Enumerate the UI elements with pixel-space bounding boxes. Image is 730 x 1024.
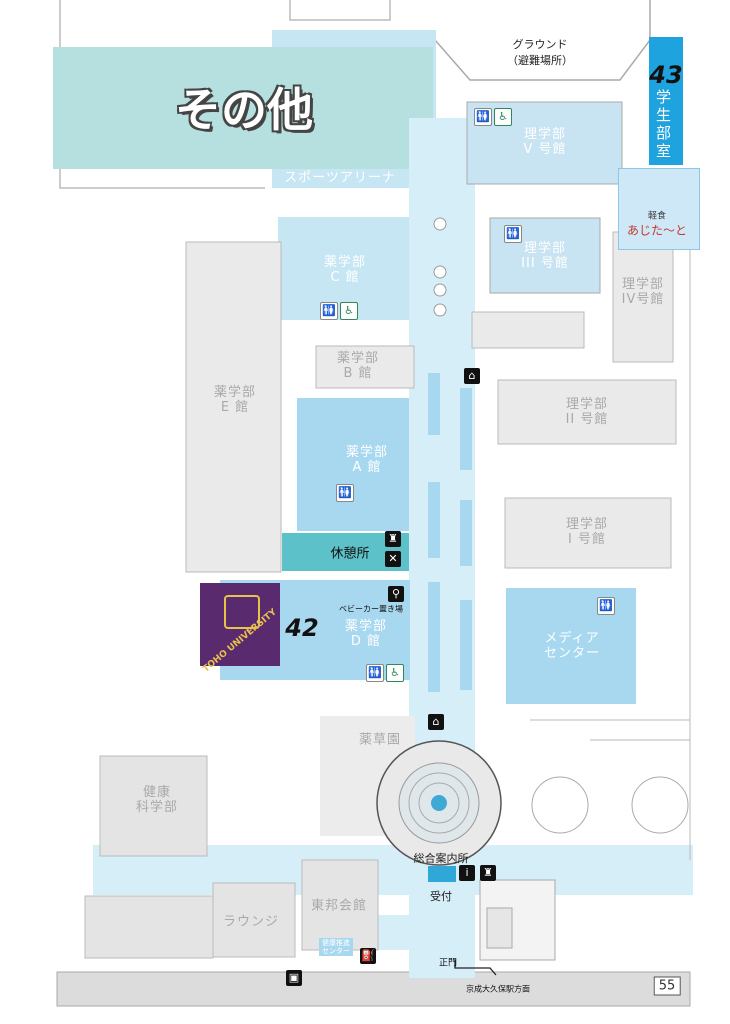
sports-arena-label: スポーツアリーナ — [284, 170, 396, 186]
info-icon: i — [459, 865, 475, 881]
kenko-building — [99, 755, 208, 857]
spot-42-number: 42 — [285, 614, 319, 642]
cart-icon: ⛽ — [360, 948, 376, 964]
page-number: 55 — [653, 976, 681, 996]
yakugakubu-b-building — [315, 345, 415, 389]
accessible-icon: ♿ — [386, 664, 404, 682]
yakugakubu-c-label: 薬学部 C 館 — [323, 255, 367, 285]
rigakubu-2-label: 理学部 II 号館 — [565, 397, 609, 427]
rigakubu-1-building — [504, 497, 672, 569]
restroom-icon: 🚻 — [336, 484, 354, 502]
road — [56, 971, 691, 1007]
shop-small-label: 軽食 — [647, 211, 667, 222]
restroom-icon: 🚻 — [366, 664, 384, 682]
trash-icon: ⌂ — [464, 368, 480, 384]
info-booth — [428, 866, 456, 882]
yakugakubu-a-building — [297, 398, 409, 531]
shop-sign-text: あじた〜と — [626, 223, 688, 238]
rigakubu-2-building — [497, 379, 677, 445]
rigakubu-1-label: 理学部 I 号館 — [565, 517, 609, 547]
rigakubu-4-label: 理学部 IV号館 — [621, 277, 665, 307]
accessible-icon: ♿ — [494, 108, 512, 126]
accessible-icon: ♿ — [340, 302, 358, 320]
reception-label: 受付 — [430, 890, 452, 903]
rigakubu-5-building — [466, 101, 623, 185]
info-center-label: 総合案内所 — [413, 852, 469, 865]
yakugakubu-d-label: 薬学部 D 館 — [344, 619, 388, 649]
shop-sign — [618, 168, 700, 250]
stroller-icon: ⚲ — [388, 586, 404, 602]
main-gate-label: 正門 — [438, 958, 458, 969]
restroom-icon: 🚻 — [597, 597, 615, 615]
lounge-building — [212, 882, 296, 958]
toho-kaikan-label: 東邦会館 — [310, 898, 368, 914]
restaurant-icon: ✕ — [385, 551, 401, 567]
restroom-icon: 🚻 — [320, 302, 338, 320]
kenko-label: 健康 科学部 — [135, 785, 179, 815]
trash-icon: ⌂ — [428, 714, 444, 730]
yakugakubu-e-building — [185, 241, 282, 573]
student-room-label: 学生部室 — [656, 88, 672, 160]
rigakubu-5-label: 理学部 V 号館 — [523, 127, 567, 157]
section-title-box — [53, 47, 433, 169]
stroller-label: ベビーカー置き場 — [339, 604, 403, 614]
restroom-icon: 🚻 — [474, 108, 492, 126]
ground-label: グラウンド （避難場所） — [507, 38, 573, 67]
yakusoen-label: 薬草園 — [358, 732, 402, 748]
smoking-icon: ♜ — [385, 531, 401, 547]
toho-university-crest: TOHO UNIVERSITY — [200, 583, 280, 675]
media-center-label: メディア センター — [543, 631, 601, 661]
bus-icon: ▣ — [286, 970, 302, 986]
station-direction-label: 京成大久保駅方面 — [466, 984, 530, 994]
smoking-icon: ♜ — [480, 865, 496, 881]
kenko-suishin-label: 健康推進 センター — [319, 938, 353, 956]
student-room-box — [649, 37, 683, 165]
yakugakubu-a-label: 薬学部 A 館 — [345, 445, 389, 475]
yakugakubu-e-label: 薬学部 E 館 — [213, 385, 257, 415]
rigakubu-4-building — [612, 231, 674, 363]
lounge-label: ラウンジ — [222, 914, 280, 930]
rigakubu-3-label: 理学部 III 号館 — [521, 241, 569, 271]
crest-emblem — [224, 595, 260, 629]
section-title: その他 — [175, 83, 313, 137]
restroom-icon: 🚻 — [504, 225, 522, 243]
student-room-number: 43 — [649, 61, 683, 89]
yakugakubu-b-label: 薬学部 B 館 — [336, 351, 380, 381]
kyukeijo-label: 休憩所 — [330, 546, 370, 562]
toho-kaikan-building — [301, 859, 379, 951]
